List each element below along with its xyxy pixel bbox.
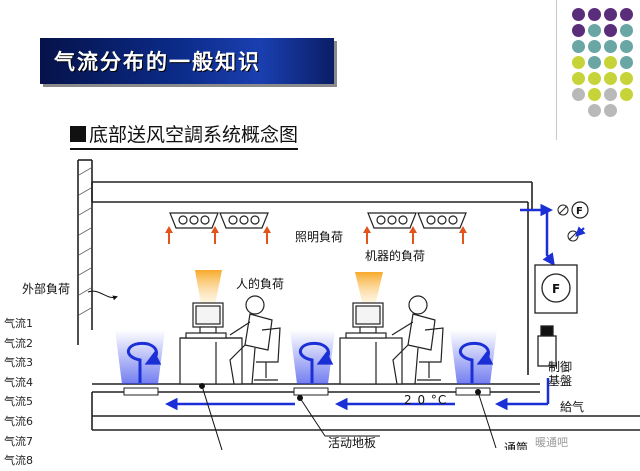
floor-diffusers	[123, 387, 491, 396]
dot	[620, 72, 633, 85]
airflow-item: 气流7	[4, 434, 33, 448]
dot	[620, 88, 633, 101]
dot	[604, 56, 617, 69]
fan-label: F	[552, 282, 560, 296]
dot	[572, 8, 585, 21]
supply-air-plumes	[115, 330, 497, 384]
machine-load-label: 机器的負荷	[365, 248, 425, 263]
dot	[588, 72, 601, 85]
dot	[604, 8, 617, 21]
diagram-subtitle: 底部送风空調系统概念图	[70, 120, 299, 150]
dot	[604, 40, 617, 53]
dot	[588, 104, 601, 117]
airflow-item: 气流2	[4, 336, 33, 350]
dot	[588, 24, 601, 37]
bottom-right-partial-label: 通筒	[504, 440, 528, 450]
airflow-item: 气流5	[4, 395, 33, 409]
control-panel-label-2: 基盤	[548, 374, 572, 388]
dot	[604, 72, 617, 85]
slide-title-banner: 气流分布的一般知识	[40, 38, 334, 84]
bullet-square-icon	[70, 126, 86, 142]
air-handling-unit	[534, 264, 578, 367]
airflow-item: 气流1	[4, 317, 33, 330]
dot	[588, 88, 601, 101]
external-load-label: 外部負荷	[22, 281, 70, 296]
dot	[588, 40, 601, 53]
airflow-item: 气流6	[4, 414, 33, 428]
dot	[620, 8, 633, 21]
return-air-duct	[520, 201, 589, 267]
leader-lines	[199, 383, 497, 450]
dot	[604, 88, 617, 101]
building-structure	[77, 159, 640, 431]
dot	[572, 24, 585, 37]
dot	[572, 72, 585, 85]
external-load-arrow	[87, 290, 118, 301]
control-panel-label-1: 制御	[548, 359, 572, 374]
lighting-load-label: 照明負荷	[295, 230, 343, 244]
dot	[588, 56, 601, 69]
hvac-diagram: 照明負荷 机器的負荷 人的負荷 外部負荷	[22, 159, 640, 450]
dot	[572, 56, 585, 69]
airflow-item: 气流3	[4, 356, 33, 370]
raised-floor-label: 活动地板	[328, 436, 376, 450]
lighting-heat-arrows	[165, 226, 467, 244]
dot	[620, 56, 633, 69]
slide-title: 气流分布的一般知识	[54, 50, 261, 74]
airflow-item: 气流8	[4, 454, 33, 468]
ceiling-lights	[169, 212, 467, 229]
swirl-airflow-arrows	[126, 341, 494, 383]
diagram-subtitle-text: 底部送风空調系统概念图	[89, 124, 299, 146]
airflow-list: 气流1 气流2 气流3 气流4 气流5 气流6 气流7 气流8	[4, 314, 33, 471]
decorative-divider	[556, 0, 557, 140]
heat-plume-right	[355, 272, 383, 310]
workstation-right	[339, 295, 444, 385]
dot	[604, 24, 617, 37]
temperature-label: 2 0 °C	[404, 393, 447, 407]
watermark: 暖通吧	[535, 436, 568, 449]
dot	[620, 24, 633, 37]
airflow-item: 气流4	[4, 375, 33, 389]
small-fan-label: F	[576, 206, 583, 217]
workstation-left	[179, 295, 281, 385]
dot	[572, 88, 585, 101]
underfloor-airflow-arrows	[165, 378, 550, 411]
dot	[588, 8, 601, 21]
dot	[604, 104, 617, 117]
supply-air-label: 給气	[560, 399, 584, 414]
wall-hatch	[78, 167, 92, 316]
dot	[572, 40, 585, 53]
human-load-label: 人的負荷	[236, 276, 284, 291]
dot	[620, 40, 633, 53]
heat-plume-left	[195, 270, 222, 310]
